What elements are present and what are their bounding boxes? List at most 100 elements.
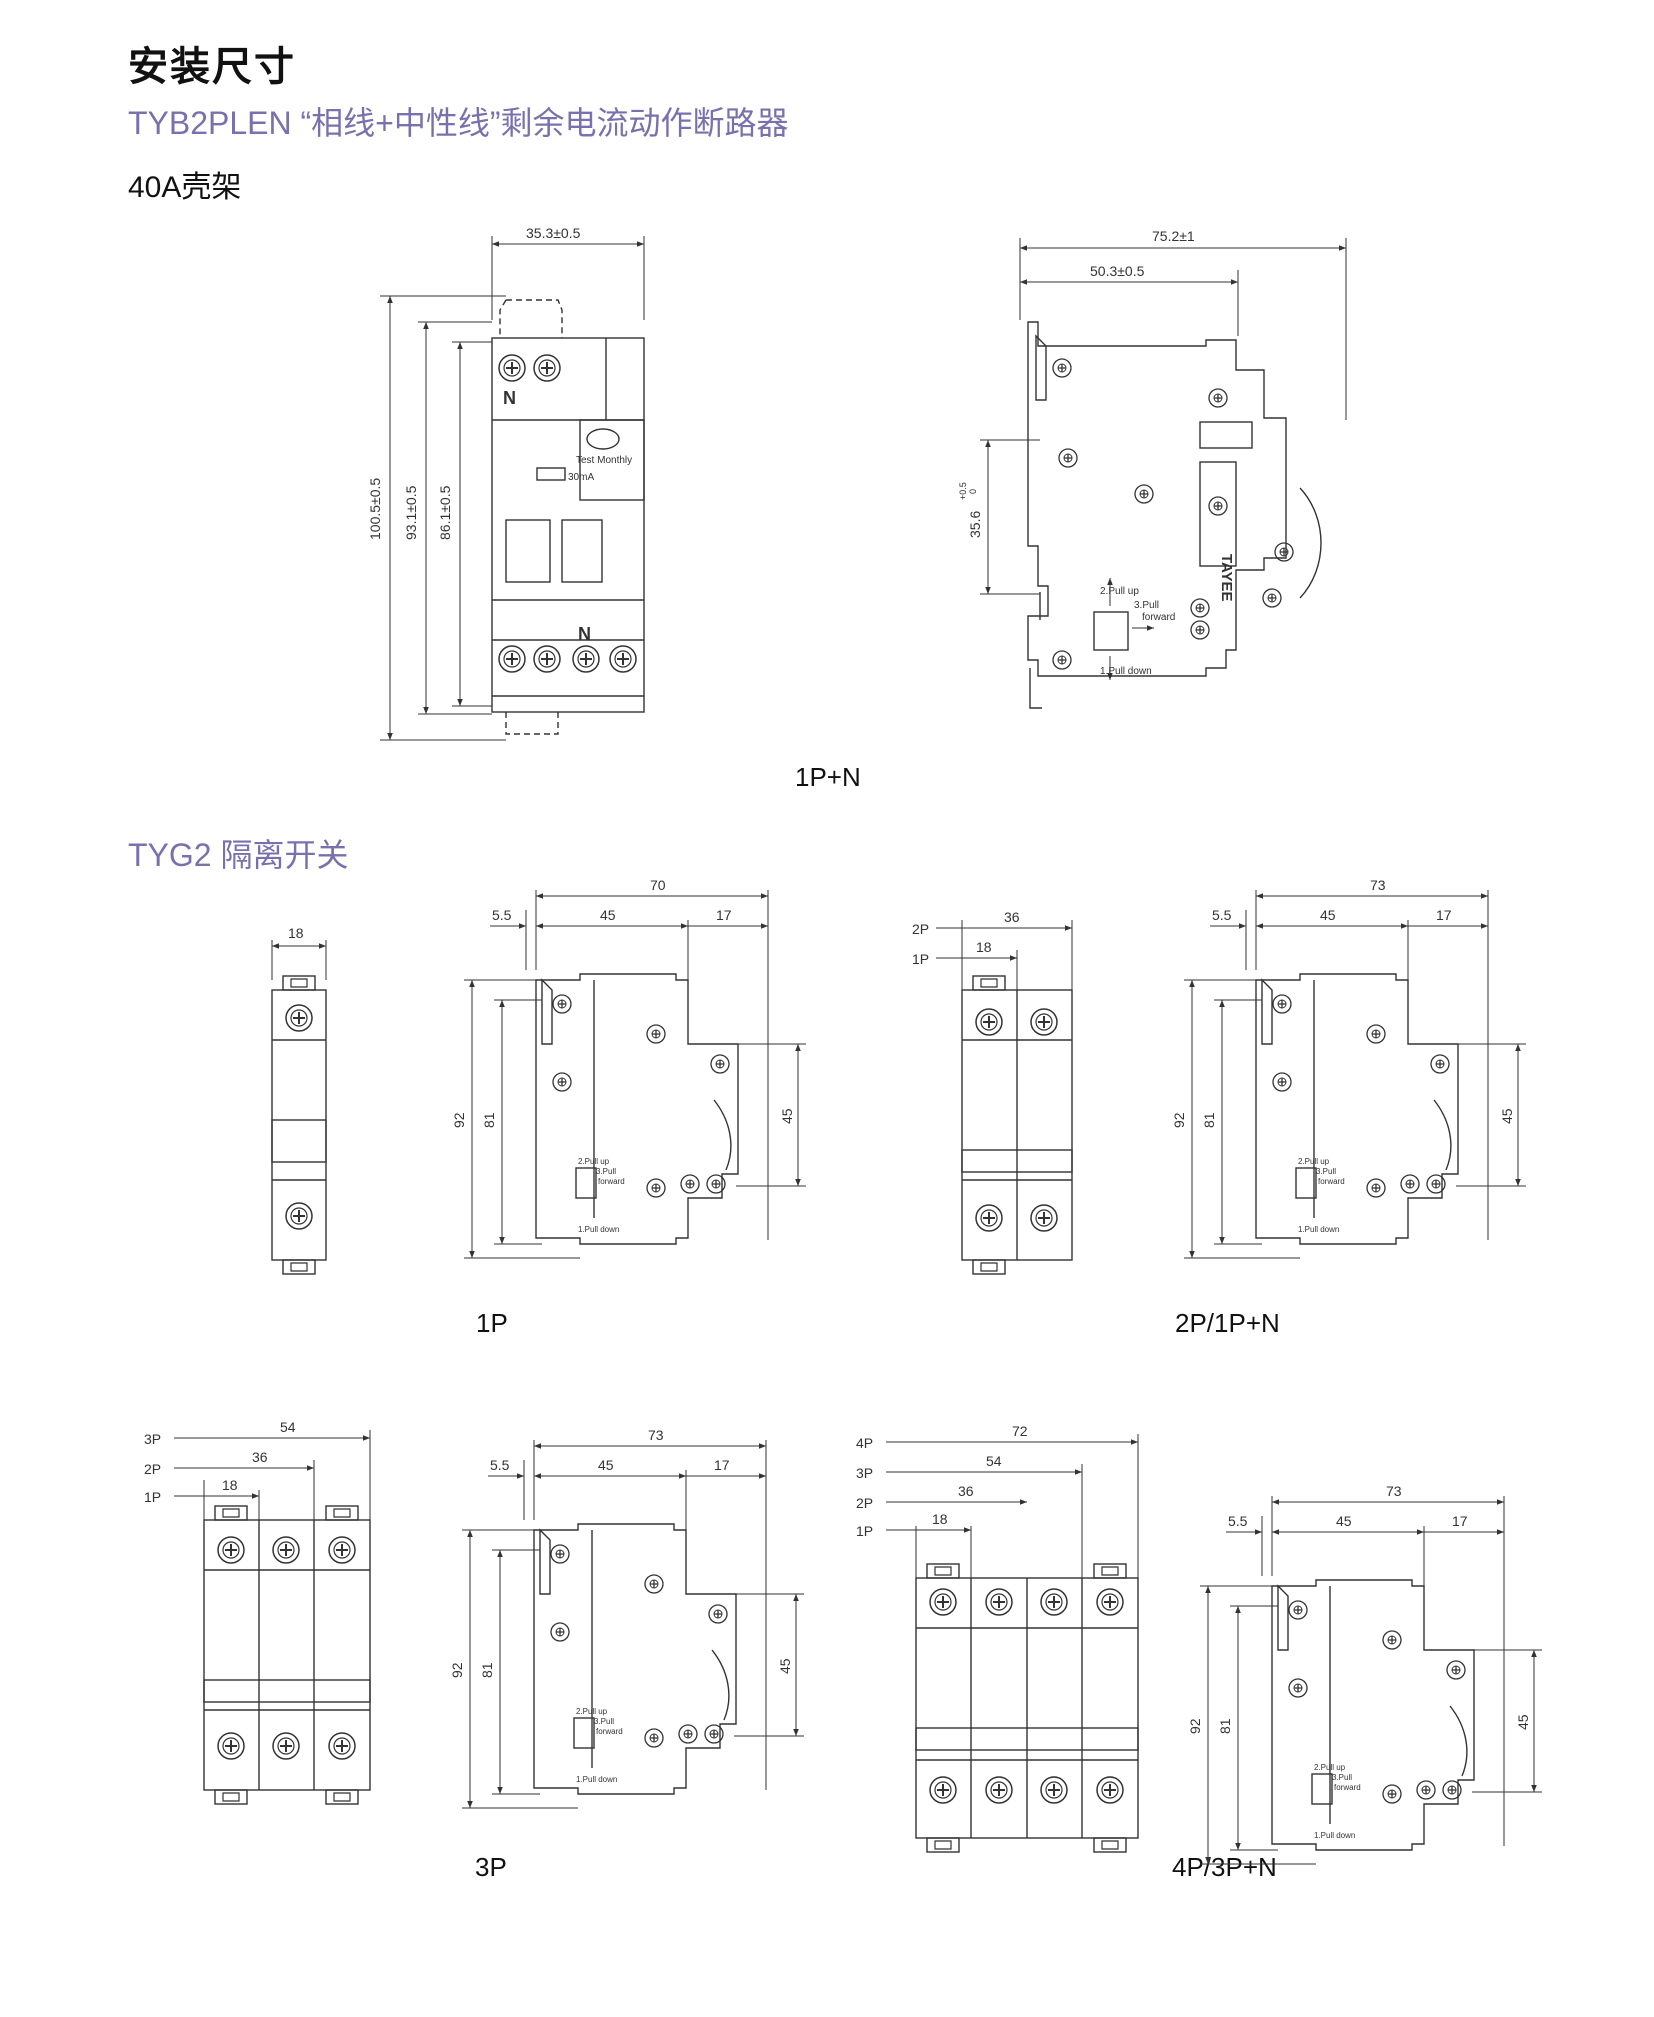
- label-2p-pull-fwd: 3.Pull: [1316, 1167, 1336, 1176]
- tyg2-1p-front: [271, 975, 327, 1275]
- dim-2p-45: 45: [1320, 907, 1336, 923]
- label-1p-pull-down: 1.Pull down: [578, 1225, 619, 1234]
- label-n-bottom: N: [578, 624, 591, 644]
- caption-4p: 4P/3P+N: [1172, 1852, 1277, 1882]
- frame-label: 40A壳架: [128, 171, 242, 204]
- label-3p-2p: 2P: [144, 1461, 161, 1477]
- dim-1p-total: 70: [650, 877, 666, 893]
- dim-rcbo-h3: 86.1±0.5: [437, 485, 453, 540]
- dim-side-body: 50.3±0.5: [1090, 263, 1145, 279]
- dim-4p-w1: 18: [932, 1511, 948, 1527]
- label-4p-pull-fwd2: forward: [1334, 1783, 1361, 1792]
- dim-3p-w3: 54: [280, 1419, 296, 1435]
- dim-3p-total: 73: [648, 1427, 664, 1443]
- section-title-tyg2: TYG2 隔离开关: [128, 837, 349, 873]
- tyg2-side-dims-3p: [462, 1440, 804, 1809]
- label-30ma: 30mA: [568, 472, 594, 483]
- dim-2p-total: 73: [1370, 877, 1386, 893]
- tyg2-side-4p: [1271, 1579, 1475, 1851]
- caption-3p: 3P: [475, 1852, 507, 1882]
- label-3p-1p: 1P: [144, 1489, 161, 1505]
- tyg2-side-dims-1p: [464, 890, 806, 1259]
- dim-2p-81: 81: [1201, 1112, 1217, 1128]
- page-title: 安装尺寸: [128, 45, 296, 89]
- dim-3p-w2: 36: [252, 1449, 268, 1465]
- rcbo-front-view: [491, 299, 645, 735]
- label-3p-pull-up: 2.Pull up: [576, 1707, 608, 1716]
- label-2p-pull-up: 2.Pull up: [1298, 1157, 1330, 1166]
- dim-2p-w2: 36: [1004, 909, 1020, 925]
- dim-3p-45v: 45: [777, 1658, 793, 1674]
- label-2p-pull-fwd2: forward: [1318, 1177, 1345, 1186]
- label-3p-pull-fwd: 3.Pull: [594, 1717, 614, 1726]
- dim-4p-45: 45: [1336, 1513, 1352, 1529]
- label-1p-pull-up: 2.Pull up: [578, 1157, 610, 1166]
- label-4p-pull-fwd: 3.Pull: [1332, 1773, 1352, 1782]
- dim-2p-17: 17: [1436, 907, 1452, 923]
- dim-1p-w: 18: [288, 925, 304, 941]
- dim-2p-w1: 18: [976, 939, 992, 955]
- label-pull-up: 2.Pull up: [1100, 586, 1139, 597]
- brand-logo-text: TAYEE: [1218, 554, 1235, 602]
- dim-rail: 35.6: [967, 511, 983, 538]
- dim-4p-total: 73: [1386, 1483, 1402, 1499]
- dim-1p-45: 45: [600, 907, 616, 923]
- tyg2-side-3p: [533, 1523, 737, 1795]
- dim-3p-92: 92: [449, 1662, 465, 1678]
- dim-4p-45v: 45: [1515, 1714, 1531, 1730]
- caption-2p: 2P/1P+N: [1175, 1308, 1280, 1338]
- dim-4p-w3: 54: [986, 1453, 1002, 1469]
- label-1p-pull-fwd2: forward: [598, 1177, 625, 1186]
- dim-4p-92: 92: [1187, 1718, 1203, 1734]
- dim-rcbo-h2: 93.1±0.5: [403, 485, 419, 540]
- label-4p-pull-down: 1.Pull down: [1314, 1831, 1355, 1840]
- product-subtitle: TYB2PLEN “相线+中性线”剩余电流动作断路器: [128, 105, 789, 141]
- label-test-monthly: Test Monthly: [576, 455, 632, 466]
- tyg2-3p-front: [203, 1505, 371, 1805]
- dim-3p-17: 17: [714, 1457, 730, 1473]
- dim-4p-w4: 72: [1012, 1423, 1028, 1439]
- label-pull-forward2: forward: [1142, 612, 1175, 623]
- label-4p-3p: 3P: [856, 1465, 873, 1481]
- dim-4p-w2: 36: [958, 1483, 974, 1499]
- dim-side-total: 75.2±1: [1152, 228, 1195, 244]
- dim-2p-5.5: 5.5: [1212, 907, 1232, 923]
- dim-1p-45v: 45: [779, 1108, 795, 1124]
- label-4p-4p: 4P: [856, 1435, 873, 1451]
- dim-4p-81: 81: [1217, 1718, 1233, 1734]
- label-pull-forward: 3.Pull: [1134, 600, 1159, 611]
- dim-rail-tol0: 0: [968, 489, 978, 494]
- dim-3p-45: 45: [598, 1457, 614, 1473]
- dim-2p-45v: 45: [1499, 1108, 1515, 1124]
- label-2p-2p: 2P: [912, 921, 929, 937]
- label-pull-down: 1.Pull down: [1100, 666, 1152, 677]
- dim-rail-tol: +0.5: [958, 482, 968, 500]
- label-4p-pull-up: 2.Pull up: [1314, 1763, 1346, 1772]
- tyg2-side-1p: [535, 973, 739, 1245]
- rcbo-side-view: [1027, 321, 1322, 709]
- caption-rcbo: 1P+N: [795, 762, 861, 792]
- dim-rcbo-width: 35.3±0.5: [526, 225, 581, 241]
- tyg2-side-dims-4p: [1200, 1496, 1542, 1865]
- caption-1p: 1P: [476, 1308, 508, 1338]
- rcbo-side-dims: [980, 238, 1347, 680]
- dim-1p-5.5: 5.5: [492, 907, 512, 923]
- tyg2-side-views: [462, 890, 1542, 1865]
- label-2p-1p: 1P: [912, 951, 929, 967]
- dim-3p-w1: 18: [222, 1477, 238, 1493]
- dim-2p-92: 92: [1171, 1112, 1187, 1128]
- tyg2-side-dims-2p: [1184, 890, 1526, 1259]
- label-4p-1p: 1P: [856, 1523, 873, 1539]
- dim-4p-5.5: 5.5: [1228, 1513, 1248, 1529]
- dim-1p-17: 17: [716, 907, 732, 923]
- dim-1p-92: 92: [451, 1112, 467, 1128]
- dim-3p-81: 81: [479, 1662, 495, 1678]
- dim-rcbo-h1: 100.5±0.5: [367, 478, 383, 540]
- label-n-top: N: [503, 388, 516, 408]
- label-4p-2p: 2P: [856, 1495, 873, 1511]
- dim-4p-17: 17: [1452, 1513, 1468, 1529]
- label-3p-3p: 3P: [144, 1431, 161, 1447]
- tyg2-side-2p: [1255, 973, 1459, 1245]
- rcbo-front-dims: [380, 236, 645, 741]
